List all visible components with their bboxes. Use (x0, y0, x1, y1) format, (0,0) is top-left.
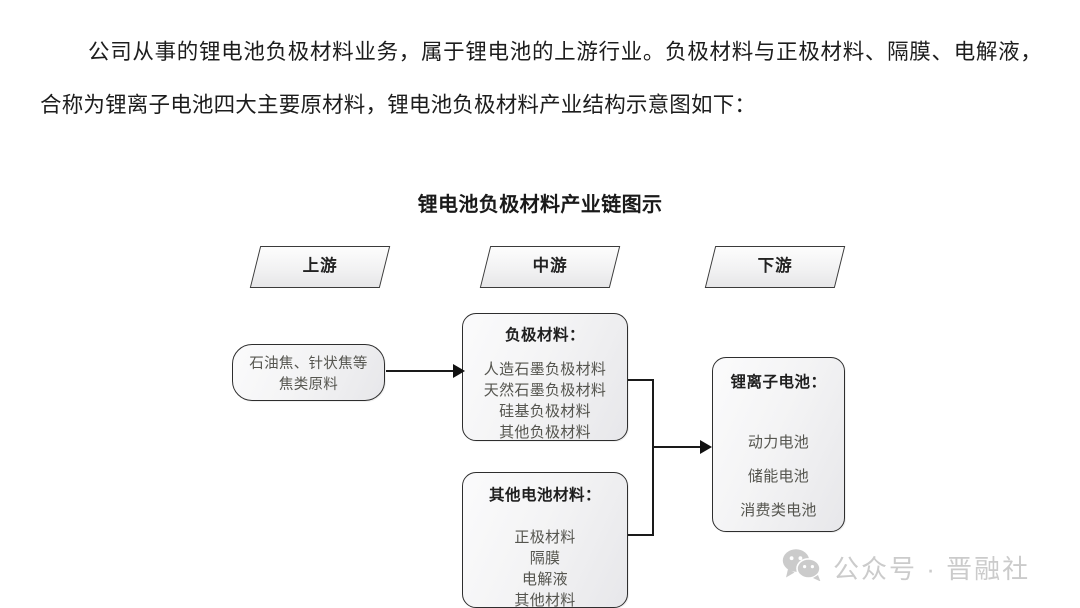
node-other-title: 其他电池材料： (488, 487, 601, 504)
node-battery-item-1: 动力电池 (747, 435, 810, 451)
stage-label-midstream: 中游 (479, 246, 621, 288)
stage-label-midstream-text: 中游 (532, 257, 568, 275)
edge-vertical-bus (652, 379, 654, 536)
stage-label-upstream-text: 上游 (302, 257, 338, 275)
node-upstream-raw-material: 石油焦、针状焦等 焦类原料 (232, 344, 385, 401)
edge-upstream-to-anode (386, 370, 456, 372)
node-anode-item-3: 硅基负极材料 (499, 404, 591, 420)
figure-title: 锂电池负极材料产业链图示 (417, 194, 663, 216)
node-battery-item-3: 消费类电池 (740, 503, 817, 519)
arrowhead-into-battery (700, 440, 712, 454)
watermark: 公众号 · 晋融社 (782, 548, 1030, 586)
node-battery-title: 锂离子电池： (730, 374, 827, 391)
node-other-item-1: 正极材料 (514, 530, 576, 546)
edge-bus-to-battery (652, 446, 704, 448)
stage-label-downstream-text: 下游 (757, 257, 793, 275)
watermark-text: 公众号 · 晋融社 (833, 553, 1031, 584)
node-anode-item-4: 其他负极材料 (499, 425, 591, 441)
node-battery-item-2: 储能电池 (747, 469, 810, 485)
node-other-item-2: 隔膜 (529, 551, 561, 567)
wechat-icon (782, 548, 822, 586)
node-anode-materials: 负极材料： 人造石墨负极材料 天然石墨负极材料 硅基负极材料 其他负极材料 (462, 313, 628, 441)
edge-anode-to-bus (628, 379, 654, 381)
node-anode-item-1: 人造石墨负极材料 (483, 362, 607, 378)
stage-label-upstream: 上游 (249, 246, 391, 288)
stage-label-downstream: 下游 (704, 246, 846, 288)
node-upstream-line-2: 焦类原料 (278, 377, 339, 393)
node-anode-item-2: 天然石墨负极材料 (483, 383, 607, 399)
edge-other-materials-to-bus (628, 534, 654, 536)
node-other-item-4: 其他材料 (514, 593, 576, 608)
body-paragraph: 公司从事的锂电池负极材料业务，属于锂电池的上游行业。负极材料与正极材料、隔膜、电… (40, 39, 1042, 117)
node-anode-title: 负极材料： (504, 327, 585, 344)
node-upstream-line-1: 石油焦、针状焦等 (249, 356, 368, 372)
arrowhead-into-anode (453, 364, 465, 378)
node-lithium-ion-battery: 锂离子电池： 动力电池 储能电池 消费类电池 (712, 357, 845, 532)
node-other-battery-materials: 其他电池材料： 正极材料 隔膜 电解液 其他材料 (462, 472, 628, 608)
node-other-item-3: 电解液 (522, 572, 568, 588)
